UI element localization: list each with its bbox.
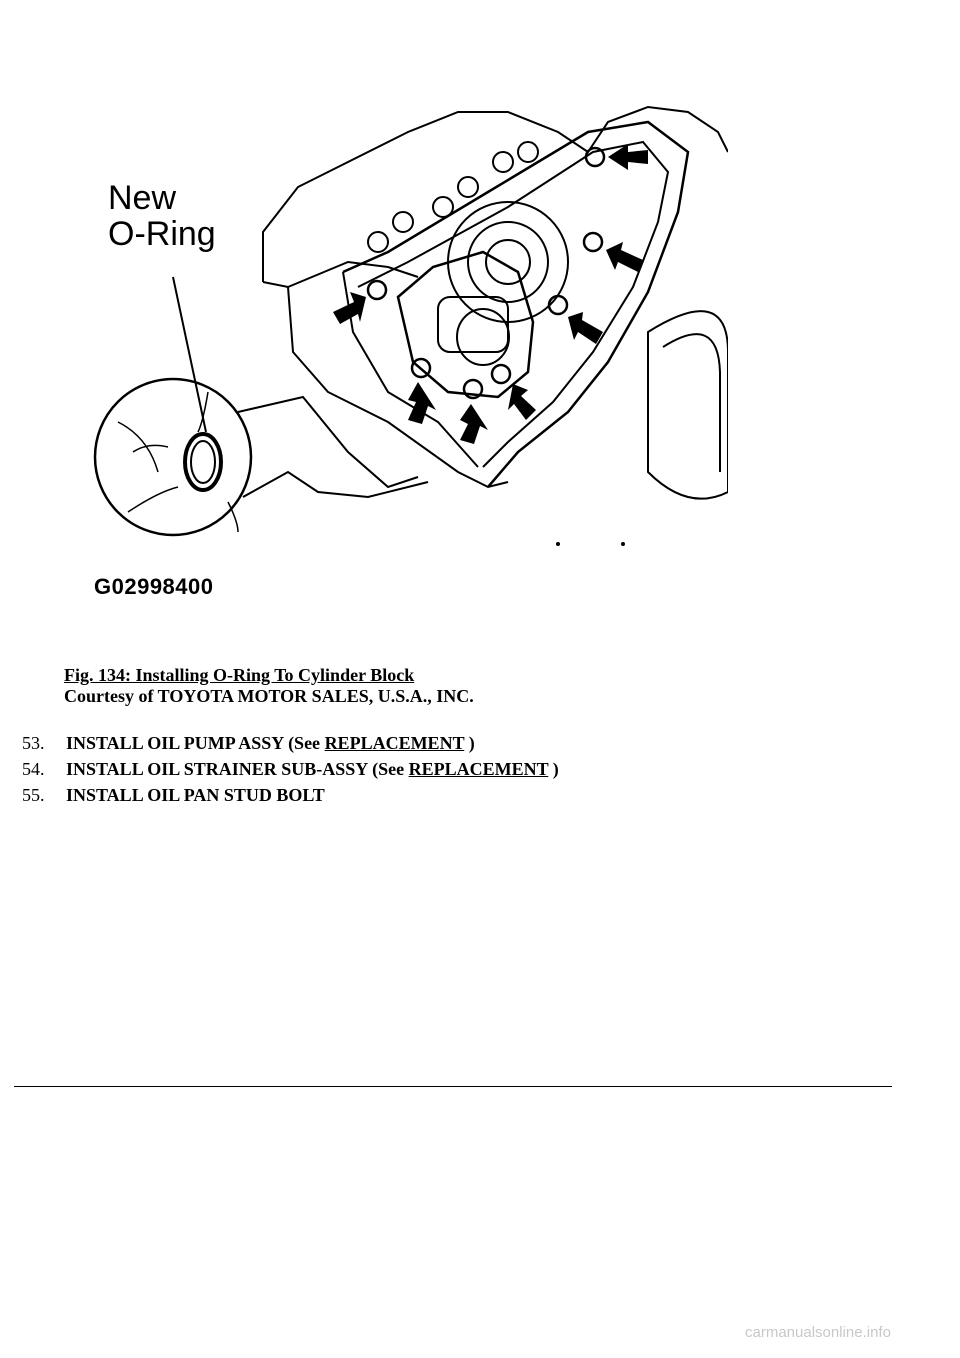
step-number: 54.: [22, 759, 45, 779]
figure-caption: Fig. 134: Installing O-Ring To Cylinder …: [64, 665, 474, 707]
step-text-main: INSTALL OIL PAN STUD BOLT: [66, 785, 325, 805]
page-divider: [14, 1086, 892, 1087]
step-text: INSTALL OIL PAN STUD BOLT: [66, 783, 325, 807]
step-number: 53.: [22, 733, 45, 753]
watermark: carmanualsonline.info: [745, 1324, 891, 1341]
new-o-ring-label: New O-Ring: [108, 180, 216, 252]
step-54: 54. INSTALL OIL STRAINER SUB-ASSY (See R…: [22, 757, 559, 781]
caption-credit: Courtesy of TOYOTA MOTOR SALES, U.S.A., …: [64, 686, 474, 706]
step-text: INSTALL OIL PUMP ASSY (See REPLACEMENT ): [66, 731, 475, 755]
step-53: 53. INSTALL OIL PUMP ASSY (See REPLACEME…: [22, 731, 559, 755]
step-text: INSTALL OIL STRAINER SUB-ASSY (See REPLA…: [66, 757, 559, 781]
engine-illustration: [93, 105, 728, 546]
step-number: 55.: [22, 785, 45, 805]
procedure-steps: 53. INSTALL OIL PUMP ASSY (See REPLACEME…: [22, 731, 559, 809]
replacement-link[interactable]: REPLACEMENT: [408, 759, 549, 779]
step-55: 55. INSTALL OIL PAN STUD BOLT: [22, 783, 559, 807]
step-text-main: INSTALL OIL PUMP ASSY (See: [66, 733, 325, 753]
step-text-tail: ): [464, 733, 475, 753]
label-line-new: New: [108, 179, 177, 217]
replacement-link[interactable]: REPLACEMENT: [324, 733, 465, 753]
label-line-o-ring: O-Ring: [108, 215, 216, 253]
engine-diagram: New O-Ring G02998400: [88, 92, 728, 612]
step-text-main: INSTALL OIL STRAINER SUB-ASSY (See: [66, 759, 409, 779]
figure-code: G02998400: [94, 574, 214, 599]
step-text-tail: ): [548, 759, 559, 779]
caption-title: Fig. 134: Installing O-Ring To Cylinder …: [64, 665, 415, 685]
